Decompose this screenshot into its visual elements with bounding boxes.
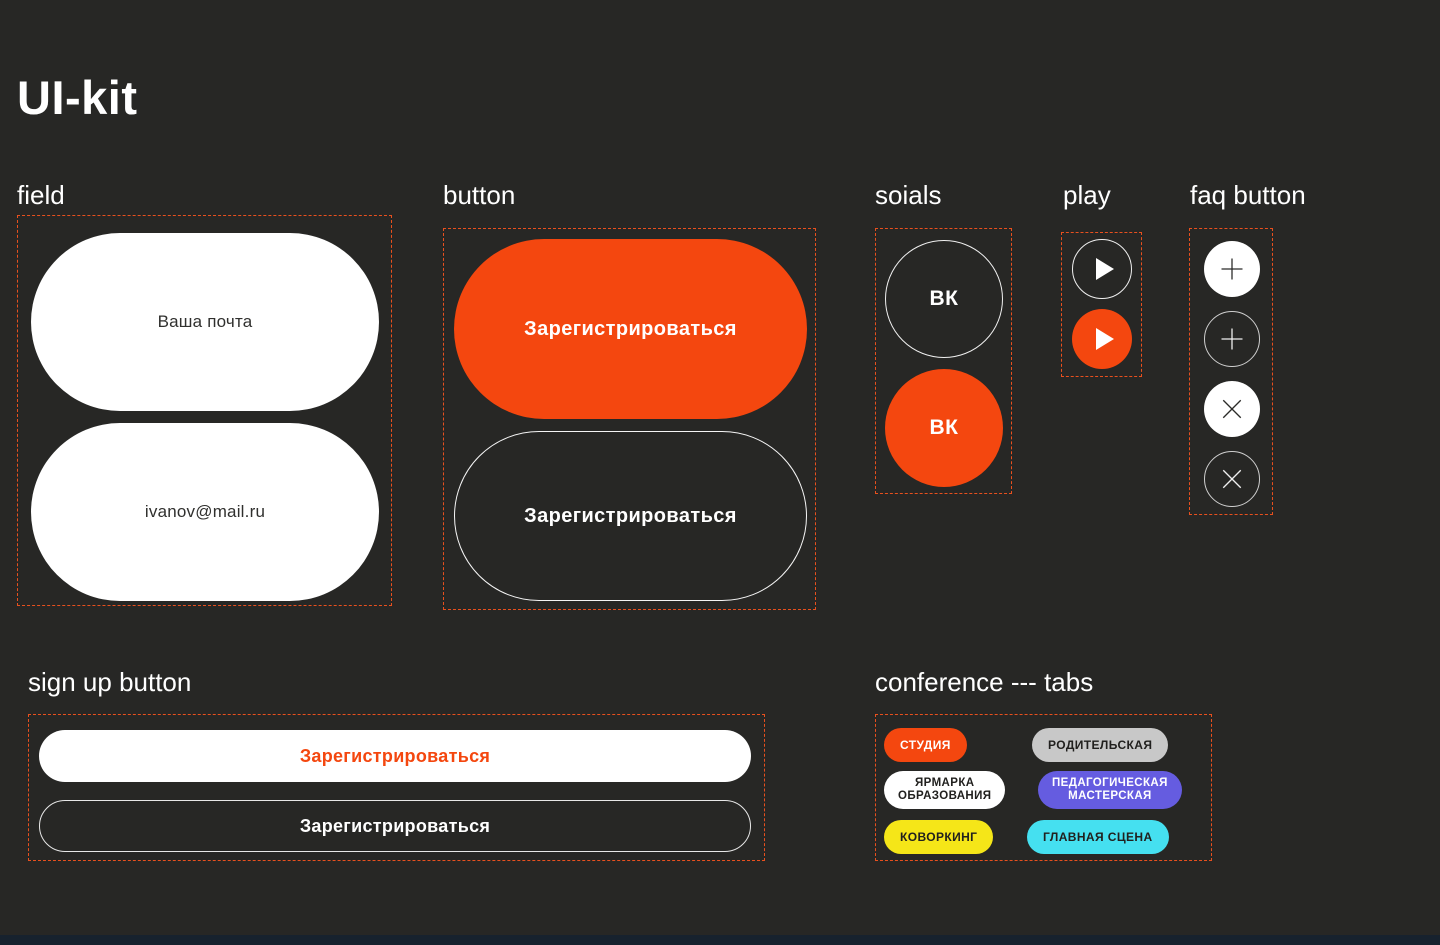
faq-close-button-dark[interactable] xyxy=(1204,451,1260,507)
section-label-play: play xyxy=(1063,180,1111,210)
close-icon xyxy=(1222,469,1242,489)
section-label-conference: conference --- tabs xyxy=(875,667,1094,697)
bottom-bar xyxy=(0,935,1440,945)
vk-social-button-filled[interactable]: ВК xyxy=(885,369,1003,487)
email-field-filled[interactable]: ivanov@mail.ru xyxy=(31,423,379,601)
vk-social-button-outline[interactable]: ВК xyxy=(885,240,1003,358)
section-label-button: button xyxy=(443,180,516,210)
tab-main-stage[interactable]: ГЛАВНАЯ СЦЕНА xyxy=(1027,820,1169,854)
faq-close-button-light[interactable] xyxy=(1204,381,1260,437)
faq-expand-button-dark[interactable] xyxy=(1204,311,1260,367)
socials-frame: ВК ВК xyxy=(875,228,1012,494)
signup-frame: Зарегистрироваться Зарегистрироваться xyxy=(28,714,765,861)
section-label-socials: soials xyxy=(875,180,942,210)
play-button-outline[interactable] xyxy=(1072,239,1132,299)
tab-coworking[interactable]: КОВОРКИНГ xyxy=(884,820,994,854)
page-title: UI-kit xyxy=(17,71,138,124)
email-field-placeholder[interactable]: Ваша почта xyxy=(31,233,379,411)
play-frame xyxy=(1061,232,1142,377)
field-frame: Ваша почта ivanov@mail.ru xyxy=(17,215,392,606)
register-button-secondary[interactable]: Зарегистрироваться xyxy=(454,431,807,601)
tab-parents[interactable]: РОДИТЕЛЬСКАЯ xyxy=(1032,728,1169,762)
section-label-faq: faq button xyxy=(1190,180,1306,210)
faq-frame xyxy=(1189,228,1273,515)
conference-frame: СТУДИЯ РОДИТЕЛЬСКАЯ ЯРМАРКА ОБРАЗОВАНИЯ … xyxy=(875,714,1212,861)
tab-education-fair[interactable]: ЯРМАРКА ОБРАЗОВАНИЯ xyxy=(884,771,1006,809)
section-label-field: field xyxy=(17,180,65,210)
register-button-primary[interactable]: Зарегистрироваться xyxy=(454,239,807,419)
tab-pedagogical-workshop[interactable]: ПЕДАГОГИЧЕСКАЯ МАСТЕРСКАЯ xyxy=(1038,771,1182,809)
signup-button-dark[interactable]: Зарегистрироваться xyxy=(39,800,751,852)
plus-icon xyxy=(1221,328,1243,350)
play-icon xyxy=(1095,258,1114,280)
faq-expand-button-light[interactable] xyxy=(1204,241,1260,297)
button-frame: Зарегистрироваться Зарегистрироваться xyxy=(443,228,816,610)
plus-icon xyxy=(1221,258,1243,280)
tab-studio[interactable]: СТУДИЯ xyxy=(884,728,967,762)
play-button-filled[interactable] xyxy=(1072,309,1132,369)
close-icon xyxy=(1222,399,1242,419)
signup-button-light[interactable]: Зарегистрироваться xyxy=(39,730,751,782)
section-label-signup: sign up button xyxy=(28,667,192,697)
play-icon xyxy=(1095,328,1114,350)
